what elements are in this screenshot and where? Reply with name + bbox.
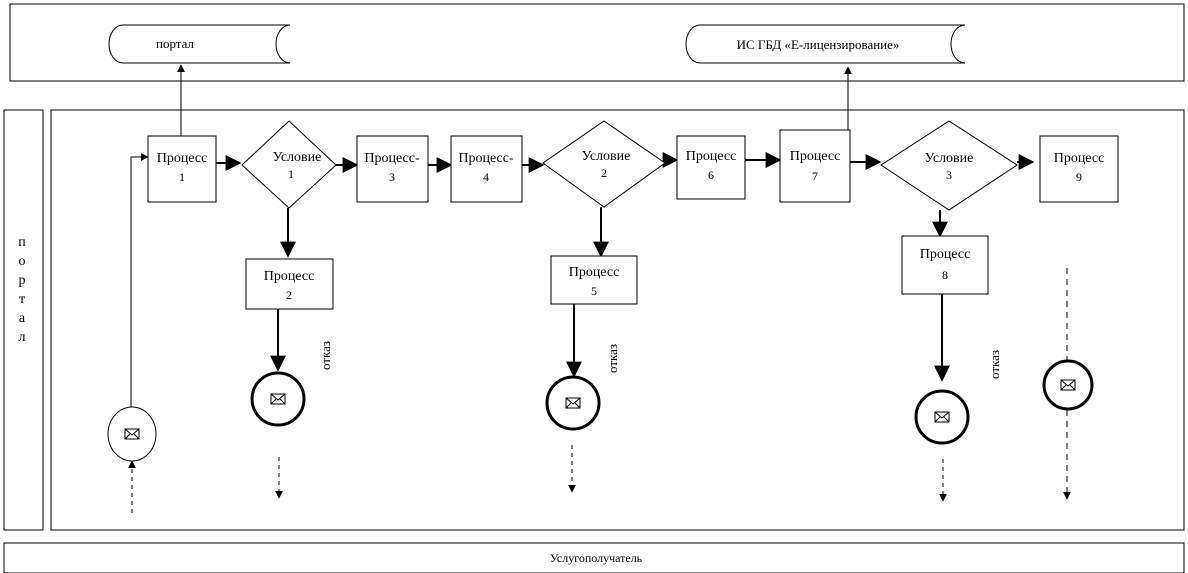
end-event-2 (545, 375, 601, 431)
condition-1: Условие 1 (241, 120, 337, 209)
condition-3-number: 3 (946, 168, 952, 182)
connectors (128, 64, 1071, 513)
start-event (107, 406, 157, 462)
process-8-number: 8 (942, 268, 948, 282)
system-portal: портал (108, 24, 291, 64)
process-8: Процесс 8 (901, 235, 989, 295)
process-9-number: 9 (1076, 170, 1082, 184)
lane-service-recipient: Услугополучатель (3, 542, 1185, 573)
condition-2: Условие 2 (542, 120, 666, 208)
process-5: Процесс 5 (550, 255, 638, 305)
lane-bottom-label: Услугополучатель (550, 551, 643, 565)
process-5-label: Процесс (569, 265, 620, 280)
system-gbd-label: ИС ГБД «Е-лицензирование» (737, 37, 900, 52)
process-9-label: Процесс (1054, 151, 1105, 166)
envelope-icon (565, 397, 581, 409)
envelope-icon (934, 411, 950, 423)
condition-1-label: Условие (273, 150, 322, 165)
process-4: Процесс- 4 (450, 135, 523, 203)
condition-2-number: 2 (601, 166, 607, 180)
process-2-label: Процесс (264, 269, 315, 284)
refusal-label-2: отказ (605, 344, 620, 373)
process-3: Процесс- 3 (356, 135, 429, 203)
system-gbd: ИС ГБД «Е-лицензирование» (685, 24, 966, 64)
message-event-4 (1042, 359, 1094, 411)
process-7: Процесс 7 (779, 129, 851, 203)
condition-3-label: Условие (925, 151, 974, 166)
process-1: Процесс 1 (147, 135, 217, 203)
envelope-icon (124, 428, 140, 440)
process-1-label: Процесс (157, 151, 208, 166)
process-8-label: Процесс (920, 247, 971, 262)
process-7-label: Процесс (790, 149, 841, 164)
end-event-1 (250, 371, 306, 427)
lane-information-systems (9, 3, 1185, 82)
envelope-icon (270, 393, 286, 405)
process-6: Процесс 6 (676, 135, 746, 200)
process-3-number: 3 (389, 170, 395, 184)
process-2-number: 2 (286, 288, 292, 302)
end-event-3 (914, 389, 970, 445)
process-3-label: Процесс- (364, 151, 420, 166)
process-1-number: 1 (179, 170, 185, 184)
process-6-number: 6 (708, 168, 714, 182)
system-portal-label: портал (156, 36, 195, 51)
condition-1-number: 1 (288, 167, 294, 181)
refusal-label-1: отказ (318, 341, 333, 370)
process-5-number: 5 (591, 284, 597, 298)
process-4-number: 4 (483, 170, 489, 184)
refusal-label-3: отказ (987, 350, 1002, 379)
envelope-icon (1060, 379, 1076, 391)
condition-2-label: Условие (582, 149, 631, 164)
process-9: Процесс 9 (1039, 135, 1119, 203)
process-7-number: 7 (812, 169, 818, 183)
process-6-label: Процесс (686, 149, 737, 164)
process-2: Процесс 2 (245, 258, 334, 310)
process-4-label: Процесс- (458, 151, 514, 166)
condition-3: Условие 3 (880, 120, 1018, 211)
